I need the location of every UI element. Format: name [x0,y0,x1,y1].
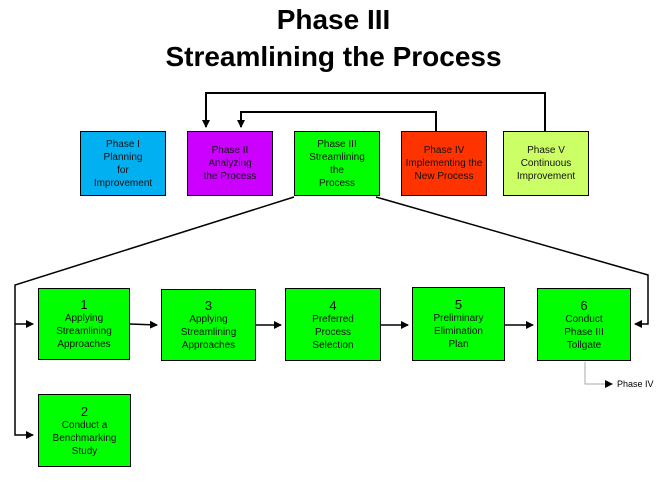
step-number: 5 [454,297,463,312]
phase-2-line: Phase II [211,145,249,156]
step-line: Tollgate [566,339,602,351]
step-number: 1 [80,297,88,312]
phase-4-line: Implementing the [405,158,483,169]
expand-right-line [375,196,649,328]
phase-1-line: Planning [103,151,143,163]
step-4-box: 4 Preferred Process Selection [285,288,381,361]
step-number: 2 [80,403,89,419]
step-line: Applying [189,314,228,325]
step-line: Benchmarking [52,432,117,444]
phase-2-line: Analyzing [208,158,252,169]
step-line: Study [71,445,98,457]
next-phase-arrow [584,362,613,388]
phase-1-line: Improvement [93,177,153,189]
step-5-box: 5 Preliminary Elimination Plan [412,287,505,361]
phase-4-box: Phase IV Implementing the New Process [401,131,487,196]
step-line: Streamlining [56,326,112,337]
phase-4-line: New Process [414,171,474,182]
phase-5-line: Phase V [527,145,565,156]
phase-3-line: Streamlining [309,151,365,163]
step-1-box: 1 Applying Streamlining Approaches [38,288,130,360]
step-line: Streamlining [180,327,237,338]
step-number: 4 [329,297,337,313]
page-subtitle: Streamlining the Process [165,41,502,72]
step-line: Conduct a [61,419,108,431]
expand-left-line [14,196,295,439]
phase-3-line: the [330,164,344,176]
step-line: Approaches [57,339,111,350]
phase-3-box: Phase III Streamlining the Process [294,131,380,196]
step-line: Process [314,326,352,338]
phase-5-line: Continuous [520,158,572,169]
phase-3-line: Phase III [317,138,357,150]
phase-5-line: Improvement [516,171,576,182]
step-arrow-1-3 [129,320,158,329]
step-line: Plan [448,339,469,350]
step-line: Approaches [181,340,236,351]
phase-4-line: Phase IV [423,145,465,156]
step-line: Conduct [565,313,603,325]
phase-5-box: Phase V Continuous Improvement [503,131,589,196]
phase-3-line: Process [318,177,356,189]
step-line: Applying [64,313,104,324]
page-title: Phase III [276,4,391,35]
phase-2-box: Phase II Analyzing the Process [187,131,273,196]
loop-inner-line [237,111,437,131]
step-line: Selection [312,339,354,351]
step-line: Phase III [564,326,604,338]
step-2-box: 2 Conduct a Benchmarking Study [38,394,131,467]
step-3-box: 3 Applying Streamlining Approaches [161,289,256,361]
loop-outer-line [202,92,546,131]
phase-1-line: for [117,164,129,176]
step-number: 6 [580,297,588,313]
phase-1-box: Phase I Planning for Improvement [80,131,166,196]
step-line: Preliminary [433,313,484,324]
step-line: Preferred [312,313,354,325]
phase-1-line: Phase I [106,138,140,150]
next-phase-label: Phase IV [617,379,654,389]
step-number: 3 [204,298,213,313]
step-6-box: 6 Conduct Phase III Tollgate [537,288,631,361]
phase-2-line: the Process [203,171,257,182]
step-line: Elimination [434,326,483,337]
